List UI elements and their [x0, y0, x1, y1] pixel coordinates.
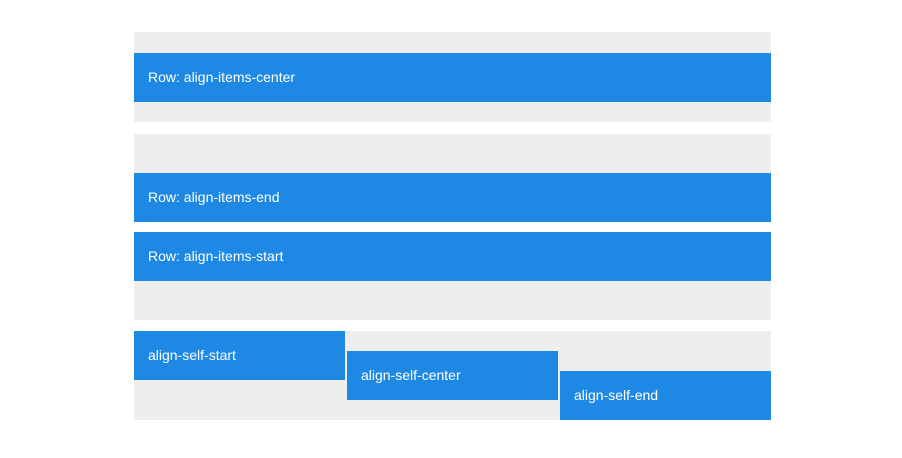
flex-item-align-self-start[interactable]: align-self-start: [134, 331, 345, 380]
flex-item-align-self-end[interactable]: align-self-end: [560, 371, 771, 420]
flex-item-align-self-center[interactable]: align-self-center: [347, 351, 558, 400]
flex-item-label: align-self-end: [574, 387, 659, 403]
flex-container-align-items-center: Row: align-items-center: [134, 32, 771, 122]
flex-item-row-align-items-end[interactable]: Row: align-items-end: [134, 173, 771, 222]
flex-item-label: Row: align-items-start: [148, 248, 284, 264]
flex-container-align-self: align-self-start align-self-center align…: [134, 331, 771, 420]
flex-item-row-align-items-center[interactable]: Row: align-items-center: [134, 52, 771, 102]
flex-item-label: align-self-start: [148, 347, 236, 363]
flex-container-align-items-end: Row: align-items-end: [134, 134, 771, 222]
flex-item-row-align-items-start[interactable]: Row: align-items-start: [134, 232, 771, 281]
flex-item-label: Row: align-items-end: [148, 189, 280, 205]
flex-container-align-items-start: Row: align-items-start: [134, 232, 771, 320]
flex-item-label: align-self-center: [361, 367, 461, 383]
flex-item-label: Row: align-items-center: [148, 68, 296, 85]
